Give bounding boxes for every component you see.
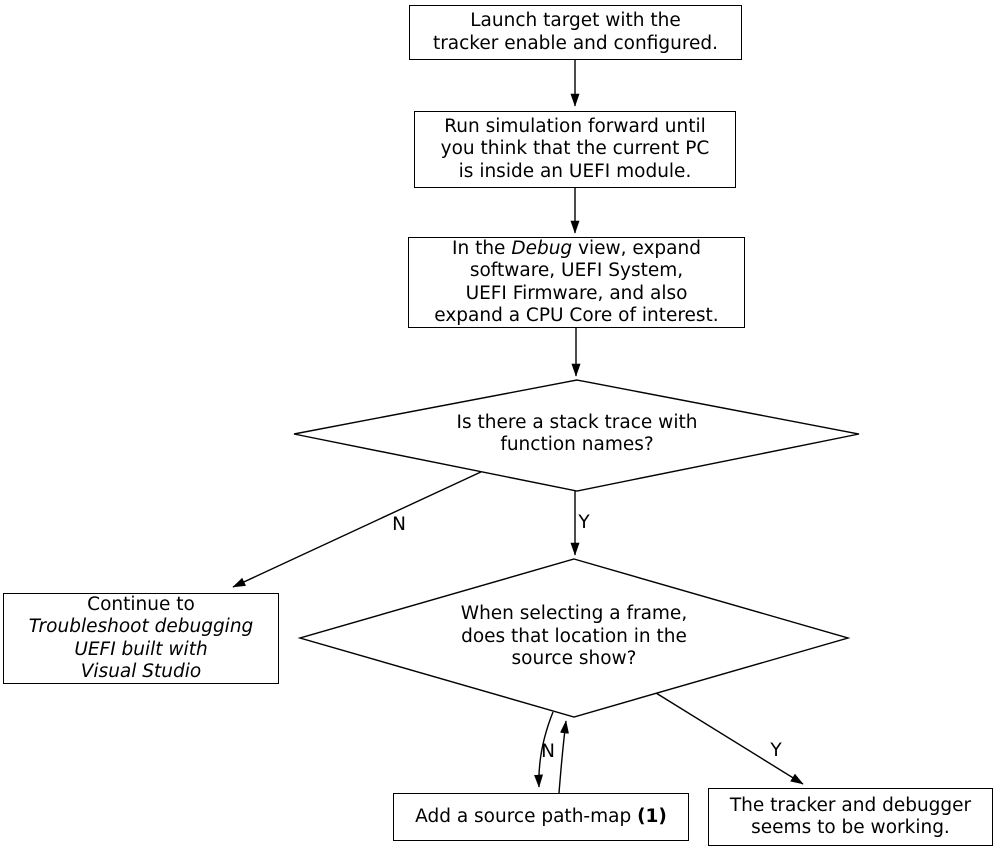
node-text-segment: Add a source path-map	[415, 805, 638, 827]
doc-title-line: UEFI built with	[74, 638, 208, 660]
process-node-run-simulation: Run simulation forward until you think t…	[414, 111, 736, 188]
node-text-line: UEFI Firmware, and also	[465, 282, 688, 304]
edge-label-frame-no: N	[541, 740, 555, 762]
doc-title-line: Troubleshoot debugging	[28, 616, 254, 638]
node-text-line: expand a CPU Core of interest.	[434, 304, 719, 326]
node-text-line: Launch target with the	[470, 10, 681, 32]
edge-stack-no-to-continue	[232, 470, 484, 588]
node-text-line: In the Debug view, expand	[452, 238, 701, 260]
node-text-line: The tracker and debugger	[729, 794, 972, 816]
edge-path-map-back-to-frame-question	[558, 720, 569, 794]
footnote-ref: (1)	[637, 805, 667, 827]
decision-diamond-frame-location	[297, 558, 851, 718]
node-text-line: Add a source path-map (1)	[415, 806, 667, 828]
node-text-line: Run simulation forward until	[444, 115, 706, 137]
node-text-line: tracker enable and configured.	[432, 32, 719, 54]
node-text-line: software, UEFI System,	[469, 260, 684, 282]
node-text-line: Continue to	[87, 593, 195, 615]
terminal-node-continue-troubleshoot: Continue to Troubleshoot debugging UEFI …	[3, 593, 279, 684]
process-node-expand-debug-view: In the Debug view, expand software, UEFI…	[408, 237, 745, 328]
doc-title-line: Visual Studio	[80, 660, 202, 682]
process-node-launch-target: Launch target with the tracker enable an…	[409, 5, 742, 60]
terminal-node-tracker-working: The tracker and debugger seems to be wor…	[708, 788, 993, 846]
edge-label-stack-no: N	[392, 513, 406, 535]
process-node-add-source-path-map: Add a source path-map (1)	[393, 793, 689, 841]
node-text-line: seems to be working.	[751, 817, 950, 838]
node-text-line: you think that the current PC	[440, 138, 710, 160]
edge-label-frame-yes: Y	[770, 739, 782, 761]
edge-label-stack-yes: Y	[578, 511, 590, 533]
debug-view-name: Debug	[511, 237, 573, 259]
edge-frame-yes-to-working	[655, 692, 804, 785]
decision-diamond-stack-trace	[293, 379, 860, 492]
node-text-segment: view, expand	[572, 237, 701, 259]
node-text-segment: In the	[452, 237, 512, 259]
edge-frame-no-to-path-map	[534, 711, 554, 788]
node-text-line: is inside an UEFI module.	[458, 160, 692, 182]
